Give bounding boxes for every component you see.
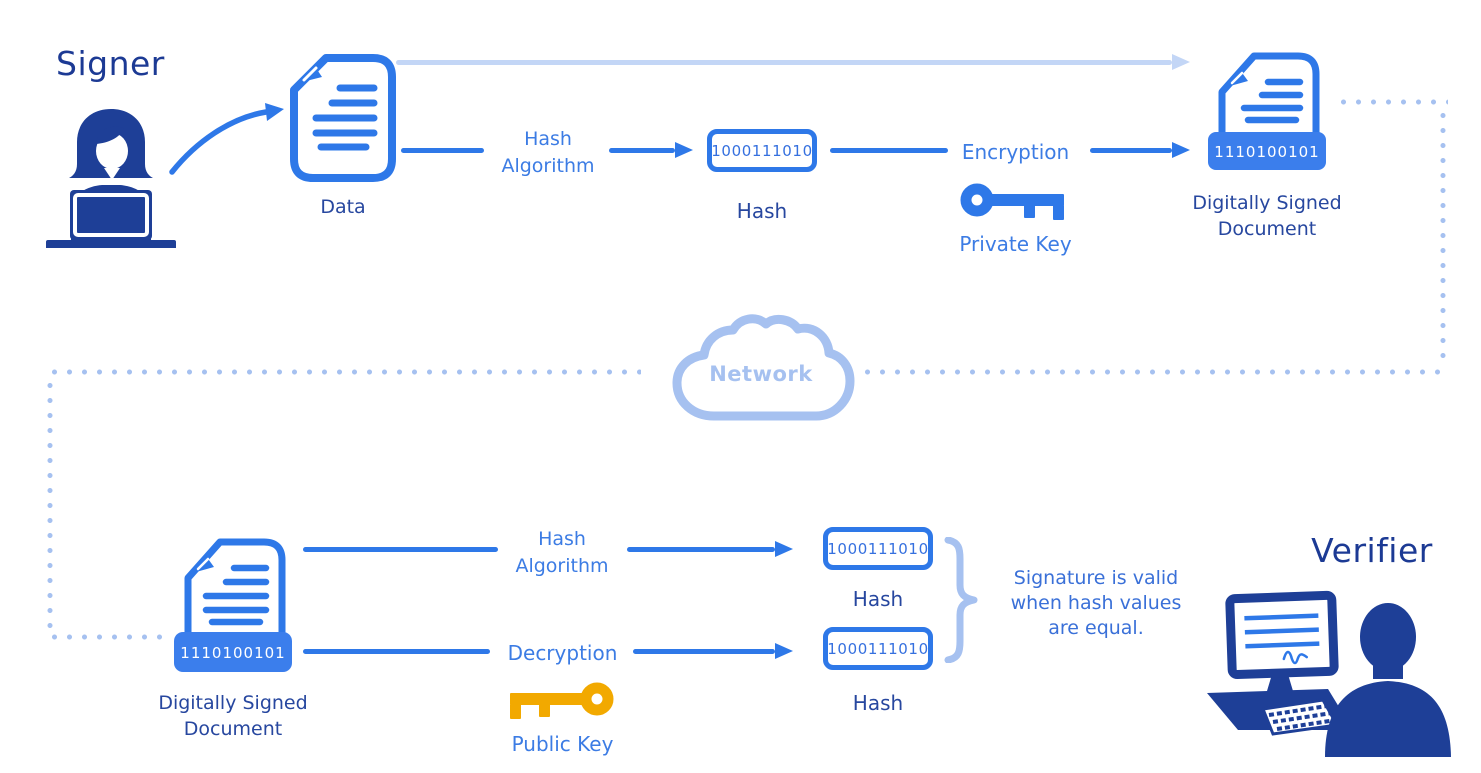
hash-value: 1000111010 (827, 539, 929, 558)
hash-value: 1000111010 (827, 639, 929, 658)
data-label: Data (320, 196, 366, 218)
signer-person-icon (46, 109, 176, 248)
flow-line (609, 148, 675, 153)
hash-box-top: 1000111010 (707, 129, 817, 172)
dotted-connector (47, 634, 165, 640)
dotted-connector (1440, 108, 1446, 366)
network-cloud-icon: Network (672, 314, 855, 421)
hash-algorithm-label-top: Hash Algorithm (501, 128, 595, 177)
flow-line (303, 547, 498, 552)
flow-line (830, 148, 948, 153)
signed-document-icon-top: 1110100101 (1208, 52, 1326, 170)
hash-label-verify-top: Hash (852, 587, 904, 611)
signed-document-label-bottom: Digitally Signed Document (158, 692, 308, 740)
curved-arrow-icon (169, 103, 284, 175)
arrowhead-light-icon (1172, 54, 1190, 70)
data-document-icon (290, 54, 396, 182)
network-label: Network (709, 362, 813, 386)
decryption-label: Decryption (507, 641, 618, 665)
arrowhead-icon (775, 541, 793, 557)
flow-line-light (396, 60, 1172, 65)
public-key-label: Public Key (511, 732, 614, 756)
dotted-connector (47, 378, 53, 628)
arrowhead-icon (675, 142, 693, 158)
signed-document-icon-bottom: 1110100101 (174, 538, 292, 672)
dotted-connector (1336, 99, 1448, 105)
public-key-icon (510, 682, 614, 719)
signed-document-value-top: 1110100101 (1214, 143, 1319, 161)
hash-value: 1000111010 (711, 141, 813, 160)
dotted-connector (860, 369, 1448, 375)
verifier-title: Verifier (1311, 531, 1433, 570)
encryption-label: Encryption (961, 140, 1070, 164)
validity-note: Signature is valid when hash values are … (1010, 567, 1182, 639)
hash-box-verify-bottom: 1000111010 (823, 627, 933, 670)
flow-line (303, 649, 490, 654)
arrowhead-icon (1172, 142, 1190, 158)
hash-algorithm-label-bottom: Hash Algorithm (515, 528, 609, 577)
dotted-connector (47, 369, 641, 375)
verifier-person-icon (1207, 590, 1451, 757)
flow-line (1090, 148, 1172, 153)
hash-label-verify-bottom: Hash (852, 691, 904, 715)
signed-document-value-bottom: 1110100101 (180, 644, 285, 662)
brace-icon (944, 537, 978, 663)
hash-label-top: Hash (736, 199, 788, 223)
hash-box-verify-top: 1000111010 (823, 527, 933, 570)
signed-document-label-top: Digitally Signed Document (1192, 192, 1342, 240)
flow-line (633, 649, 775, 654)
flow-line (401, 148, 484, 153)
private-key-label: Private Key (959, 232, 1072, 256)
private-key-icon (960, 183, 1064, 220)
flow-line (627, 547, 775, 552)
arrowhead-icon (775, 643, 793, 659)
signer-title: Signer (56, 44, 165, 83)
